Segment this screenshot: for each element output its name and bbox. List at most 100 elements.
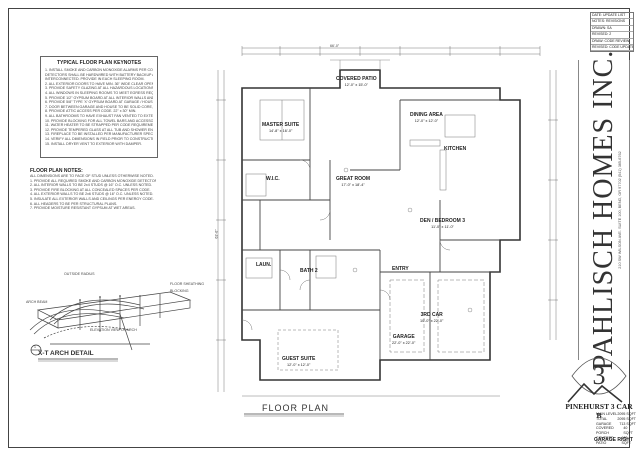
room-guest-suite: GUEST SUITE 12'-0" x 12'-0"	[282, 356, 315, 368]
arch-label-elevation: ELEVATION VIEW OF ARCH	[90, 328, 137, 332]
floor-plan-note-line: 1. PROVIDE ALL REQUIRED SMOKE AND CARBON…	[30, 178, 156, 183]
area-label: MAIN LEVEL	[596, 412, 618, 416]
room-den-bedroom3: DEN / BEDROOM 3 11'-0" x 11'-0"	[420, 218, 465, 230]
area-label: TOTAL	[596, 416, 608, 421]
room-dims: 11'-0" x 11'-0"	[431, 225, 454, 229]
area-value: 180 SQFT	[621, 435, 632, 445]
floor-plan-drawing	[216, 46, 558, 397]
area-row: COVERED PATIO 180 SQFT	[596, 436, 636, 446]
area-value: 2095 SQFT	[617, 412, 636, 416]
room-name: LAUN.	[256, 262, 272, 268]
room-laundry: LAUN.	[256, 262, 271, 268]
keynote-line: 2. ALL EXTERIOR DOORS TO HAVE MIN. 36" W…	[45, 81, 153, 86]
keynote-line: 8. PROVIDE ATTIC ACCESS PER CODE. 22" x …	[45, 109, 137, 114]
room-dims: 12'-0" x 15'-0"	[344, 83, 368, 87]
room-dims: 22'-0" x 22'-0"	[392, 341, 416, 345]
area-value: 2095 SQFT	[617, 416, 636, 421]
room-great-room: GREAT ROOM 17'-0" x 18'-4"	[336, 176, 370, 188]
room-dining-area: DINING AREA 12'-0" x 12'-0"	[410, 112, 443, 124]
keynote-line: 11. WATER HEATER TO BE STRAPPED PER CODE…	[45, 123, 153, 128]
area-row: GARAGE 713 SQFT	[596, 422, 636, 427]
room-kitchen: KITCHEN	[444, 146, 466, 152]
area-row: TOTAL 2095 SQFT	[596, 417, 636, 422]
revision-row: REVISED: 2	[591, 32, 633, 39]
keynote-line: 7. DOOR BETWEEN GARAGE AND HOUSE TO BE S…	[45, 104, 153, 109]
arch-detail-drawing	[29, 291, 192, 351]
room-name: GARAGE	[392, 334, 415, 340]
keynotes-header: TYPICAL FLOOR PLAN KEYNOTES	[56, 60, 142, 66]
room-wic: W.I.C.	[266, 176, 280, 182]
area-label: COVERED PORCH	[596, 426, 614, 436]
revision-block: DATE: UPDATE LIST NOTES: REVISIONS DRAWN…	[590, 12, 634, 52]
room-name: W.I.C.	[266, 176, 280, 182]
dimension-overall-width: 66'-0"	[330, 44, 340, 48]
floor-plan-note-line: 7. PROVIDE MOISTURE RESISTANT GYPSUM AT …	[30, 206, 136, 211]
area-row: COVERED PORCH 40 SQFT	[596, 426, 636, 436]
area-value: 40 SQFT	[623, 426, 633, 436]
plan-number: 3	[593, 361, 606, 390]
floor-plan-note-line: 6. ALL HEADERS TO BE PER STRUCTURAL PLAN…	[30, 201, 118, 206]
room-bath2: BATH 2	[300, 268, 318, 274]
room-dims: 17'-0" x 18'-4"	[341, 183, 365, 187]
keynote-line: DETECTORS SHALL BE HARDWIRED WITH BATTER…	[45, 72, 153, 77]
keynote-line: 12. PROVIDE TEMPERED GLASS AT ALL TUB AN…	[45, 127, 153, 132]
arch-detail-title: X-T ARCH DETAIL	[38, 350, 94, 357]
keynote-line: 3. PROVIDE SAFETY GLAZING AT ALL HAZARDO…	[45, 86, 153, 91]
room-name: DEN / BEDROOM 3	[420, 218, 466, 224]
room-name: GUEST SUITE	[282, 356, 316, 362]
company-title-strip: PAHLISCH HOMES INC. 210 SW WILSON AVE. S…	[578, 50, 630, 370]
floor-plan-note-line: 2. ALL INTERIOR WALLS TO BE 2x4 STUDS @ …	[30, 183, 153, 188]
plan-number-emblem: 3	[567, 357, 627, 403]
area-label: GARAGE	[596, 421, 612, 426]
arch-label-sheathing: FLOOR SHEATHING	[170, 282, 205, 286]
floor-plan-note-line: 4. ALL EXTERIOR WALLS TO BE 2x6 STUDS @ …	[30, 192, 154, 197]
floor-plan-title-underline	[244, 413, 344, 417]
room-name: DINING AREA	[410, 112, 443, 118]
keynote-line: 6. PROVIDE 5/8" TYPE 'X' GYPSUM BOARD AT…	[45, 100, 153, 105]
room-name: ENTRY	[392, 266, 409, 272]
plan-name: PINEHURST 3 CAR B	[565, 402, 633, 420]
room-name: MASTER SUITE	[262, 122, 300, 128]
revision-row: DATE: UPDATE LIST	[591, 13, 633, 20]
company-address: 210 SW WILSON AVE. SUITE 100, BEND, OR 9…	[618, 151, 622, 269]
floor-plan-note-line: 5. INSULATE ALL EXTERIOR WALLS AND CEILI…	[30, 196, 154, 201]
revision-row: NOTES: REVISIONS	[591, 19, 633, 26]
keynote-line: 13. FIREPLACE TO BE INSTALLED PER MANUFA…	[45, 132, 153, 137]
arch-title-underline	[38, 358, 118, 362]
keynote-line: 4. ALL WINDOWS IN SLEEPING ROOMS TO MEET…	[45, 90, 153, 95]
keynote-line: 15. INSTALL DRYER VENT TO EXTERIOR WITH …	[45, 141, 142, 146]
floor-plan-title: FLOOR PLAN	[262, 403, 330, 413]
room-dims: 12'-0" x 12'-0"	[286, 363, 311, 367]
keynote-line: 10. PROVIDE BLOCKING FOR ALL TOWEL BARS …	[45, 118, 153, 123]
floor-plan-note-line: 3. PROVIDE FIRE BLOCKING AT ALL CONCEALE…	[30, 187, 151, 192]
dimension-overall-depth: 63'-6"	[214, 229, 219, 239]
arch-label-blocking: BLOCKING	[170, 289, 189, 293]
floor-plan-notes: FLOOR PLAN NOTES: ALL DIMENSIONS ARE TO …	[30, 168, 156, 248]
room-name: KITCHEN	[444, 146, 467, 152]
keynote-line: 9. ALL BATHROOMS TO HAVE EXHAUST FAN VEN…	[45, 113, 153, 118]
room-name: COVERED PATIO	[336, 76, 377, 82]
company-name: PAHLISCH HOMES INC.	[588, 49, 619, 371]
room-garage: GARAGE 22'-0" x 22'-0"	[392, 334, 415, 346]
area-label: COVERED PATIO	[596, 435, 614, 445]
keynotes-box: TYPICAL FLOOR PLAN KEYNOTES 1. INSTALL S…	[40, 56, 158, 158]
room-dims: 10'-0" x 22'-0"	[420, 319, 444, 323]
garage-orientation: GARAGE RIGHT	[594, 437, 633, 443]
keynote-line: 14. VERIFY ALL DIMENSIONS IN FIELD PRIOR…	[45, 136, 153, 141]
room-name: GREAT ROOM	[336, 176, 371, 182]
floor-plan-notes-header: FLOOR PLAN NOTES:	[30, 168, 83, 174]
arch-label-beam: ARCH BEAM	[26, 300, 48, 304]
keynote-line: 1. INSTALL SMOKE AND CARBON MONOXIDE ALA…	[45, 68, 153, 72]
room-entry: ENTRY	[392, 266, 409, 272]
keynotes-list: 1. INSTALL SMOKE AND CARBON MONOXIDE ALA…	[45, 68, 153, 146]
floor-plan-note-line: ALL DIMENSIONS ARE TO FACE OF STUD UNLES…	[30, 174, 154, 178]
detail-callout-number: 1	[34, 345, 36, 349]
room-dims: 12'-0" x 12'-0"	[414, 119, 439, 123]
area-value: 713 SQFT	[619, 421, 636, 426]
revision-row: REVISED: CODE UPDATE	[591, 45, 633, 52]
room-covered-patio: COVERED PATIO 12'-0" x 15'-0"	[336, 76, 377, 88]
revision-row: DRAWN: SA	[591, 26, 633, 33]
